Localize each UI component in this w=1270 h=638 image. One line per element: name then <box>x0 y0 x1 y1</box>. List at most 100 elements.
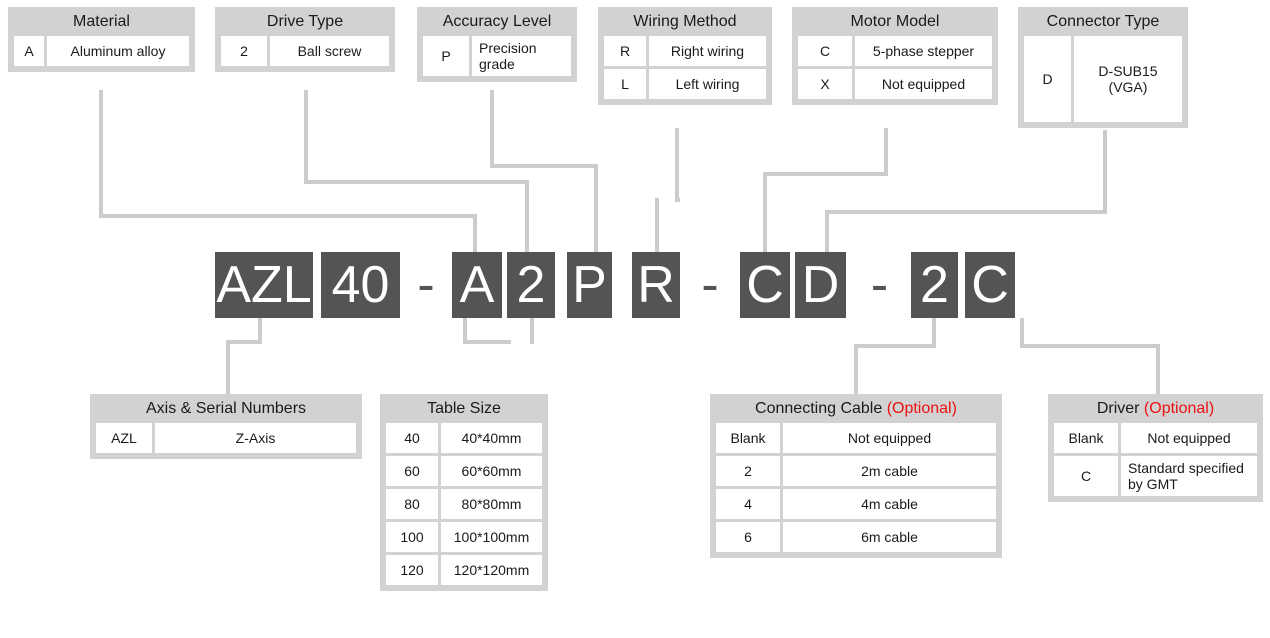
attribute-description: 60*60mm <box>441 456 542 486</box>
attribute-box-title: Connecting Cable (Optional) <box>755 400 957 417</box>
connector-line <box>825 210 1107 214</box>
attribute-code: C <box>1054 456 1118 496</box>
connector-line <box>490 90 494 168</box>
attribute-description: 80*80mm <box>441 489 542 519</box>
connector-line <box>675 128 679 202</box>
attribute-box-title: Table Size <box>427 400 501 417</box>
part-number-segment: C <box>740 252 790 318</box>
attribute-code: 80 <box>386 489 438 519</box>
connector-line <box>525 180 529 254</box>
attribute-code: 2 <box>221 36 267 66</box>
attribute-description: 100*100mm <box>441 522 542 552</box>
connector-line <box>763 172 888 176</box>
connector-line <box>932 318 936 346</box>
attribute-description: 5-phase stepper <box>855 36 992 66</box>
connector-line <box>226 340 230 396</box>
connector-line <box>594 164 598 254</box>
connector-line <box>530 318 534 344</box>
part-number-segment: D <box>795 252 846 318</box>
part-number-segment: AZL <box>215 252 313 318</box>
connector-line <box>99 214 477 218</box>
connector-line <box>473 214 477 254</box>
attribute-description: 4m cable <box>783 489 996 519</box>
connector-line <box>1020 344 1160 348</box>
part-number-separator: - <box>417 256 435 314</box>
attribute-description: 40*40mm <box>441 423 542 453</box>
attribute-box-title: Connector Type <box>1046 13 1160 30</box>
part-number-segment: 2 <box>507 252 555 318</box>
connector-line <box>1156 344 1160 396</box>
optional-tag: (Optional) <box>886 400 957 417</box>
attribute-box-title: Motor Model <box>850 13 940 30</box>
part-number-segment: A <box>452 252 502 318</box>
connector-line <box>490 164 598 168</box>
attribute-description: Standard specified by GMT <box>1121 456 1257 496</box>
attribute-code: P <box>423 36 469 76</box>
part-number-separator: - <box>701 256 719 314</box>
attribute-code: L <box>604 69 646 99</box>
attribute-description: 2m cable <box>783 456 996 486</box>
connector-line <box>825 210 829 254</box>
connector-line <box>1020 318 1024 346</box>
connector-line <box>1103 130 1107 214</box>
attribute-code: 4 <box>716 489 780 519</box>
part-number-segment: C <box>965 252 1015 318</box>
part-number-separator: - <box>870 256 889 314</box>
part-number-segment: 2 <box>911 252 958 318</box>
connector-line <box>99 90 103 214</box>
attribute-code: A <box>14 36 44 66</box>
connector-line <box>655 198 659 254</box>
connector-line <box>675 198 680 202</box>
attribute-code: C <box>798 36 852 66</box>
attribute-description: Z-Axis <box>155 423 356 453</box>
connector-line <box>763 172 767 254</box>
optional-tag: (Optional) <box>1143 400 1215 417</box>
connector-line <box>258 318 262 344</box>
attribute-box-title: Drive Type <box>266 13 344 30</box>
attribute-description: D-SUB15 (VGA) <box>1074 36 1182 122</box>
attribute-code: 60 <box>386 456 438 486</box>
attribute-box-title: Material <box>73 13 130 30</box>
connector-line <box>463 318 467 344</box>
part-number-segment: R <box>632 252 680 318</box>
attribute-code: D <box>1024 36 1071 122</box>
attribute-description: Precision grade <box>472 36 571 76</box>
attribute-description: Aluminum alloy <box>47 36 189 66</box>
attribute-code: 40 <box>386 423 438 453</box>
attribute-description: Not equipped <box>1121 423 1257 453</box>
connector-line <box>304 180 529 184</box>
attribute-code: AZL <box>96 423 152 453</box>
attribute-box-title: Accuracy Level <box>442 13 552 30</box>
attribute-box-title: Axis & Serial Numbers <box>145 400 307 417</box>
attribute-description: Ball screw <box>270 36 389 66</box>
attribute-description: Left wiring <box>649 69 766 99</box>
